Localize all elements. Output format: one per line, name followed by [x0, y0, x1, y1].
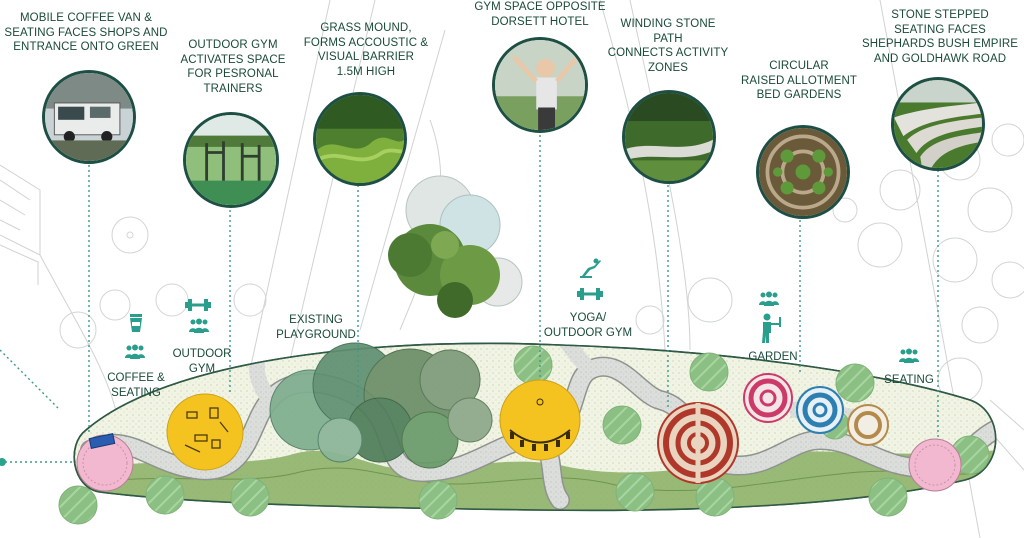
stone-steps-photo [891, 77, 985, 171]
zone-label-garden: GARDEN [748, 351, 798, 363]
zone-label-gym: OUTDOOR GYM [172, 348, 232, 375]
yoga-area [499, 379, 581, 461]
people-group-icon [124, 344, 146, 360]
leader-lines [0, 130, 939, 463]
background-trees [59, 123, 1024, 403]
seating-area [908, 438, 962, 492]
zone-label-yoga: YOGA/ OUTDOOR GYM [543, 312, 633, 339]
yoga-pose-icon [580, 258, 602, 278]
teacher-icon [760, 313, 782, 343]
playground-canopy [269, 342, 493, 469]
zone-label-playground: EXISTING PLAYGROUND [276, 314, 356, 341]
callout-stone-steps: STONE STEPPED SEATING FACES SHEPHARDS BU… [861, 9, 1019, 65]
seating-people-icon [898, 348, 920, 364]
callout-gym-space: GYM SPACE OPPOSITE DORSETT HOTEL [474, 1, 606, 28]
leader-anchor [0, 458, 6, 466]
dumbbell-icon-yoga [577, 287, 603, 301]
callout-allotment: CIRCULAR RAISED ALLOTMENT BED GARDENS [741, 60, 857, 101]
callout-stone-path: WINDING STONE PATH CONNECTS ACTIVITY ZON… [607, 18, 729, 74]
outdoor-gym-area [166, 393, 244, 471]
callout-coffee-van: MOBILE COFFEE VAN & SEATING FACES SHOPS … [4, 12, 168, 53]
people-group-icon-garden [758, 291, 780, 307]
yoga-photo [492, 37, 588, 133]
outdoor-gym-photo [183, 112, 279, 208]
people-group-icon-gym [188, 318, 210, 334]
callout-grass-mound: GRASS MOUND, FORMS ACCOUSTIC & VISUAL BA… [303, 22, 429, 78]
existing-tree-cluster [388, 175, 523, 318]
allotment-gardens [657, 373, 889, 484]
grass-mound-photo [313, 92, 407, 186]
coffee-seating-area [76, 433, 134, 492]
zone-label-seating: SEATING [884, 374, 934, 386]
stone-path-photo [622, 90, 716, 184]
callout-outdoor-gym: OUTDOOR GYM ACTIVATES SPACE FOR PESRONAL… [180, 39, 286, 95]
dumbbell-icon [185, 298, 211, 312]
allotment-photo [756, 125, 850, 219]
zone-label-coffee: COFFEE & SEATING [107, 372, 165, 399]
coffee-cup-icon [128, 314, 144, 332]
coffee-van-photo [42, 70, 136, 164]
